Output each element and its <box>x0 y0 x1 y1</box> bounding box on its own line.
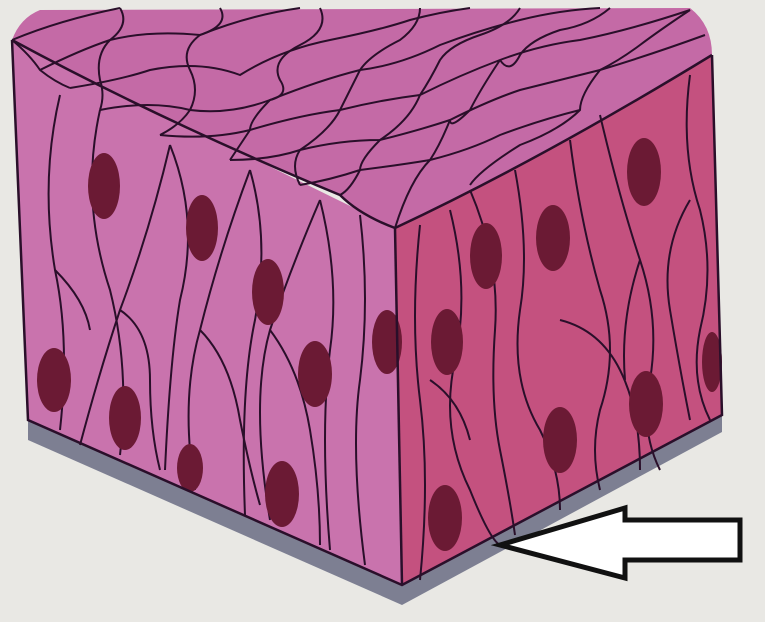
nucleus <box>536 205 570 271</box>
nucleus <box>627 138 661 206</box>
nucleus <box>428 485 462 551</box>
nucleus <box>265 461 299 527</box>
nucleus <box>252 259 284 325</box>
nucleus <box>431 309 463 375</box>
nucleus <box>298 341 332 407</box>
nucleus <box>88 153 120 219</box>
nucleus <box>629 371 663 437</box>
nucleus <box>186 195 218 261</box>
nucleus <box>177 444 203 492</box>
nucleus <box>470 223 502 289</box>
nucleus <box>543 407 577 473</box>
nucleus <box>109 386 141 450</box>
nucleus <box>37 348 71 412</box>
